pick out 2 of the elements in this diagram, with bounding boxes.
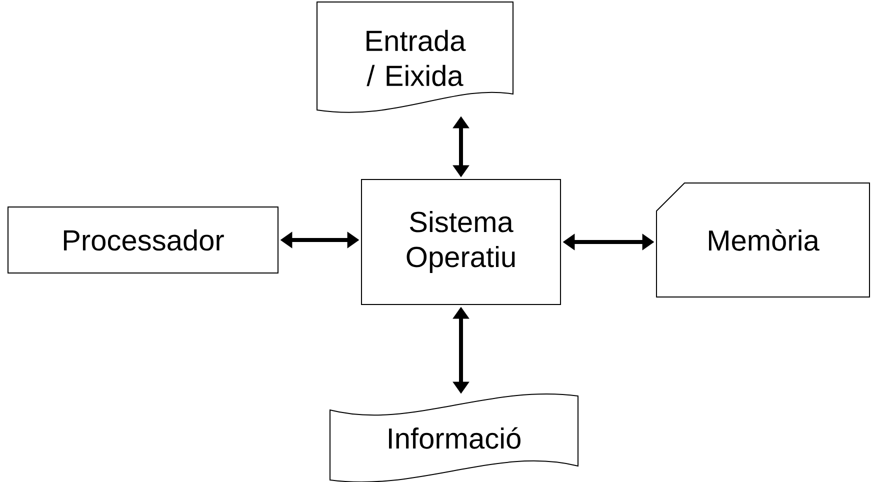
process-box: Processador — [8, 206, 278, 274]
process-box: Sistema Operatiu — [361, 179, 561, 305]
